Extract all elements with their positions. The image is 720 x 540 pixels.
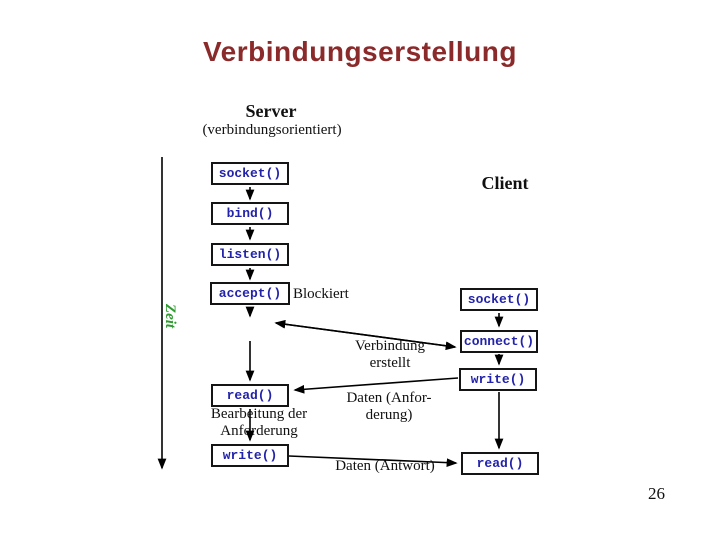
page-title: Verbindungserstellung (203, 36, 517, 67)
page-number: 26 (648, 484, 665, 503)
client-connect-box: connect() (460, 330, 538, 353)
time-axis-label: Zeit (162, 303, 179, 329)
server-subheading: (verbindungsorientiert) (202, 122, 342, 138)
arrow-request-client-write-to-server-read (293, 377, 459, 394)
response-data-label: Daten (Antwort) (335, 458, 435, 474)
server-accept-box: accept() (210, 282, 290, 305)
request-data-line1: Daten (Anfor- (346, 390, 432, 406)
server-read-box: read() (211, 384, 289, 407)
client-write-box: write() (459, 368, 537, 391)
server-heading: Server (245, 101, 297, 121)
client-heading: Client (481, 173, 529, 193)
processing-line2: Anforderung (220, 423, 298, 439)
client-socket-box: socket() (460, 288, 538, 311)
processing-label: Bearbeitung der Anforderung (184, 406, 334, 440)
connection-established-line1: Verbindung (355, 338, 425, 354)
server-listen-box: listen() (211, 243, 289, 266)
server-socket-box: socket() (211, 162, 289, 185)
blocked-label: Blockiert (293, 286, 349, 302)
connection-established-line2: erstellt (369, 355, 411, 371)
server-bind-box: bind() (211, 202, 289, 225)
connection-established-label: Verbindung erstellt (320, 338, 460, 372)
server-write-box: write() (211, 444, 289, 467)
processing-line1: Bearbeitung der (210, 406, 308, 422)
request-data-label: Daten (Anfor- derung) (319, 390, 459, 424)
client-read-box: read() (461, 452, 539, 475)
request-data-line2: derung) (365, 407, 413, 423)
